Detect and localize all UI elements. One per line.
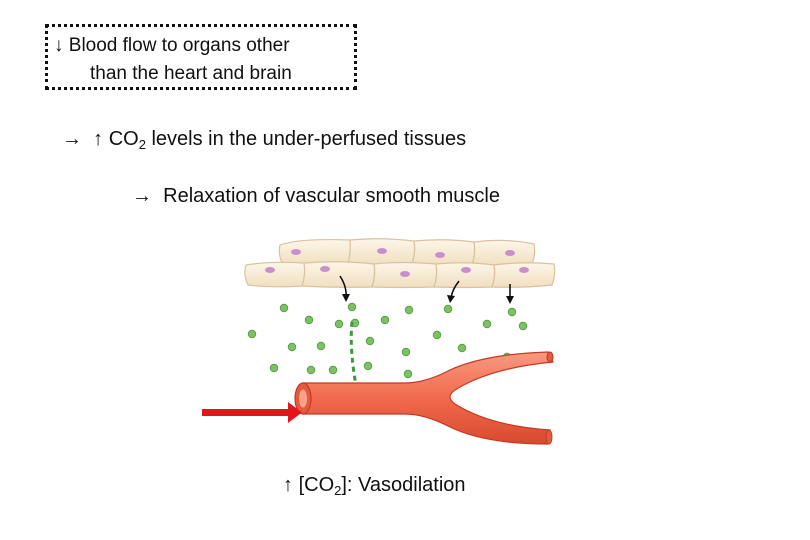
co2-levels-step: → ↑ CO2 levels in the under-perfused tis… <box>62 128 466 152</box>
co2-molecule <box>365 336 375 346</box>
relaxation-text: Relaxation of vascular smooth muscle <box>163 185 500 207</box>
co2-molecule <box>316 341 326 351</box>
co2-molecule <box>363 361 373 371</box>
condition-line-1: ↓ Blood flow to organs other <box>54 35 354 57</box>
blood-vessel <box>294 351 554 445</box>
co2-release-arrows <box>339 275 514 304</box>
smooth-muscle-cell <box>347 238 416 266</box>
smooth-muscle-cell <box>471 239 536 266</box>
co2-molecule <box>328 365 338 375</box>
up-arrow-icon: ↑ <box>283 474 293 496</box>
smooth-muscle-cells <box>244 238 556 289</box>
co2-molecule <box>507 307 517 317</box>
up-arrow-icon: ↑ <box>93 128 104 150</box>
co2-molecule <box>334 319 344 329</box>
co2-levels-text: levels in the under-perfused tissues <box>145 128 467 150</box>
co2-molecule <box>247 329 257 339</box>
vasodilation-result: ↑ [CO2]: Vasodilation <box>283 474 466 498</box>
right-arrow-icon: → <box>62 128 82 150</box>
condition-text-2: than the heart and brain <box>90 63 292 84</box>
smooth-muscle-cell <box>278 238 352 266</box>
co2-molecule <box>279 303 289 313</box>
smooth-muscle-cell <box>244 261 306 288</box>
smooth-muscle-cell <box>433 262 496 289</box>
co2-bracket-open: [CO <box>298 474 335 496</box>
smooth-muscle-cell <box>371 261 438 289</box>
co2-molecule <box>269 363 279 373</box>
smooth-muscle-cell <box>491 262 556 288</box>
down-arrow-icon: ↓ <box>54 35 64 56</box>
co2-molecule <box>403 369 413 379</box>
co2-subscript: 2 <box>334 483 342 498</box>
co2-molecule <box>347 302 357 312</box>
co2-molecule <box>518 321 528 331</box>
co2-molecule <box>401 347 411 357</box>
co2-molecule <box>457 343 467 353</box>
vasodilation-text: ]: Vasodilation <box>341 474 466 496</box>
co2-molecule <box>404 305 414 315</box>
smooth-muscle-cell <box>301 261 376 288</box>
co2-label: CO <box>108 128 139 150</box>
right-arrow-icon: → <box>132 185 152 207</box>
co2-molecule <box>287 342 297 352</box>
co2-molecule <box>306 365 316 375</box>
blood-inflow-arrow-icon <box>202 402 302 423</box>
co2-subscript: 2 <box>138 137 146 152</box>
relaxation-step: → Relaxation of vascular smooth muscle <box>132 185 500 208</box>
co2-molecule <box>380 315 390 325</box>
co2-molecule <box>304 315 314 325</box>
co2-molecule <box>432 330 442 340</box>
condition-text-1: Blood flow to organs other <box>68 35 290 56</box>
co2-molecule <box>482 319 492 329</box>
co2-molecule <box>443 304 453 314</box>
condition-box: ↓ Blood flow to organs other than the he… <box>45 24 357 90</box>
smooth-muscle-cell <box>411 239 476 266</box>
